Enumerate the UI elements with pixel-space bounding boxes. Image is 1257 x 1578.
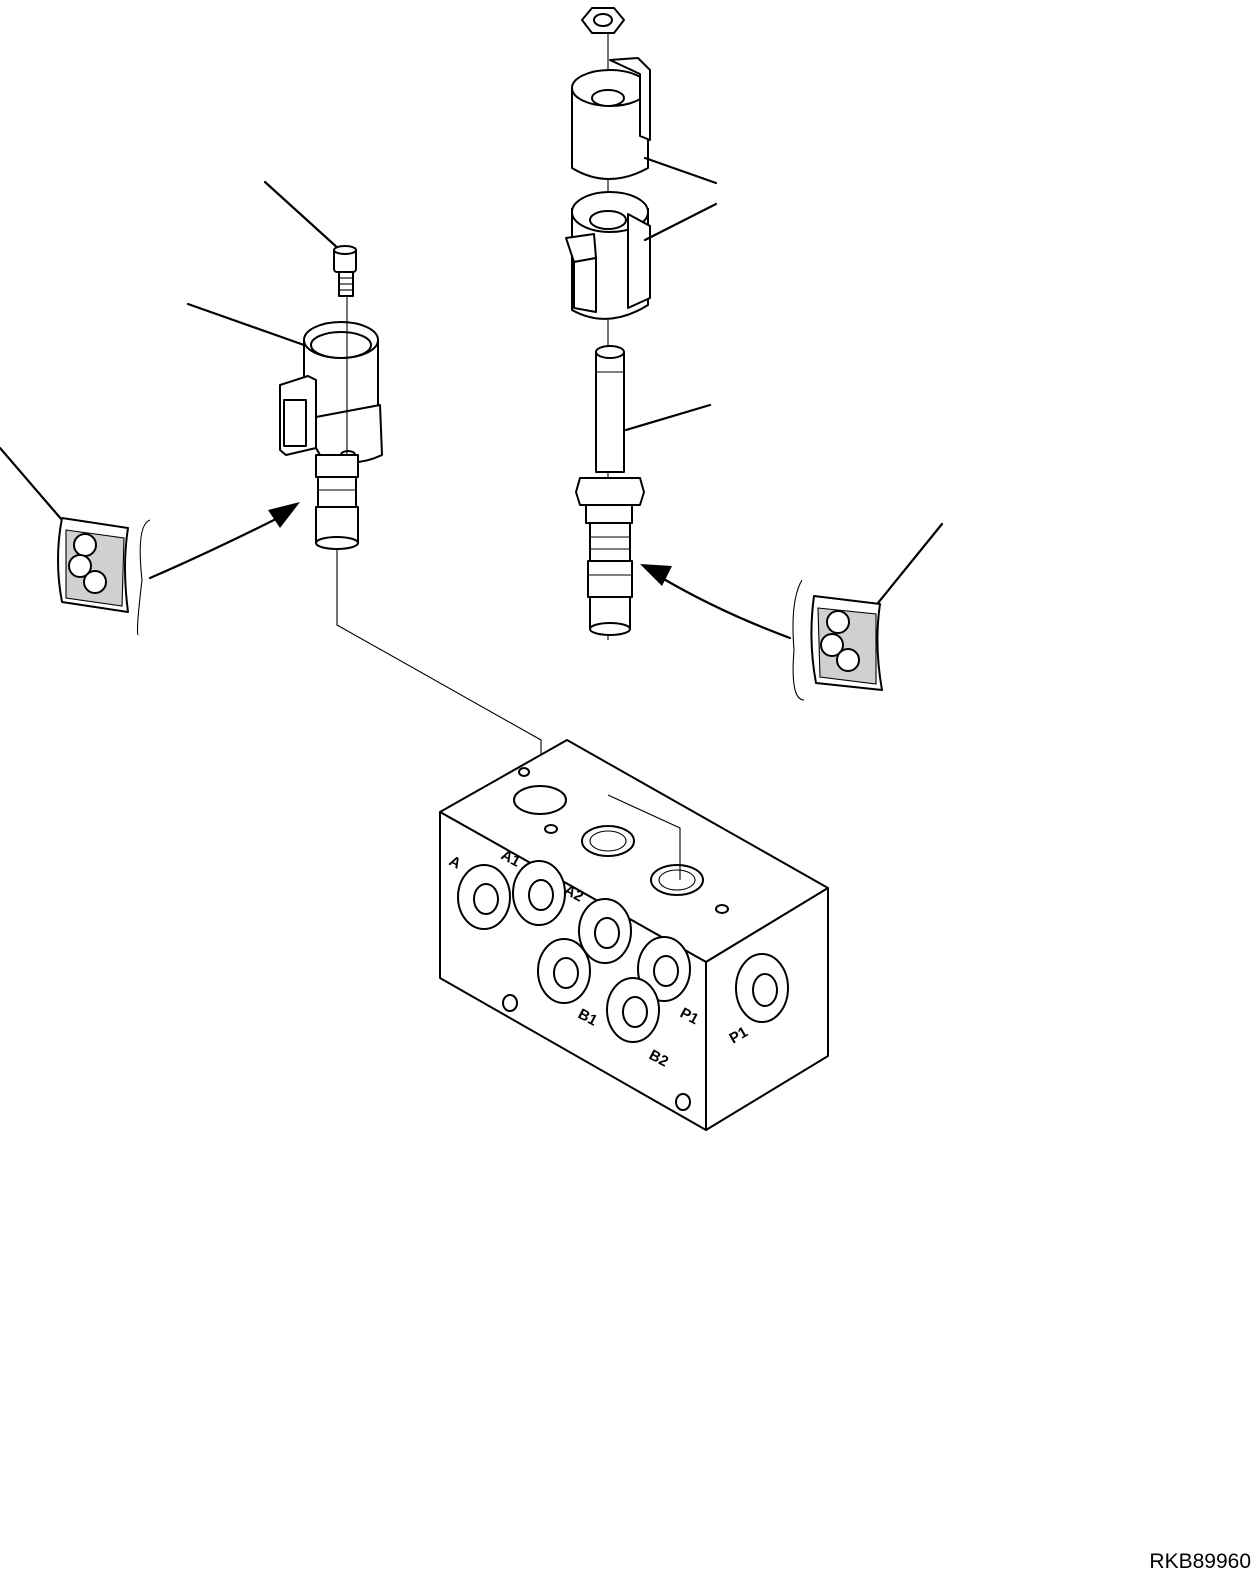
coil-sleeve [571,57,651,180]
solenoid-coil [565,191,651,320]
leader-line-bolt [263,180,342,252]
assembly-axis-left [336,550,542,795]
leader-line-right-sealant [876,522,944,605]
arrowhead-left [268,502,300,528]
arrow-right [660,576,792,640]
leader-line-coil-sleeve [643,156,718,185]
leader-line-proportional-valve [186,302,306,347]
label-port-p1-side: P1 [727,1024,751,1048]
label-port-p1-front: P1 [677,1005,701,1029]
drawing-code: RKB89960 [1149,1550,1251,1573]
top-port-plain [513,785,567,815]
leader-line-cartridge [624,403,712,432]
sealant-tube-icon-left [57,517,151,636]
hex-nut [581,7,625,34]
leader-line-solenoid-coil [643,202,718,242]
valve-block [439,739,829,1131]
solenoid-cartridge [575,345,645,636]
arrowhead-right [640,564,672,586]
assembly-axis-right-port [607,794,681,880]
sealant-tube-icon-right [792,579,883,701]
socket-head-bolt [333,245,357,297]
arrow-left [148,514,284,580]
proportional-valve [279,321,383,550]
leader-line-left-sealant [0,446,64,522]
